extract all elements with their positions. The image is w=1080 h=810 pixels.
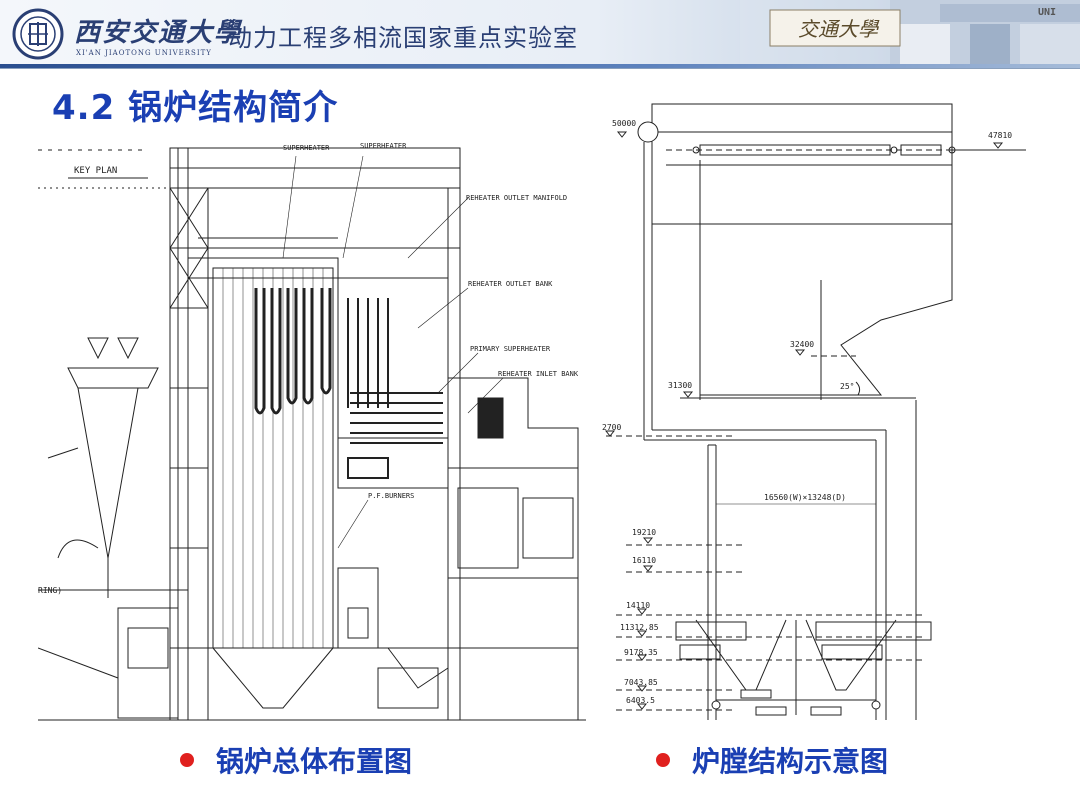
elevation-2700: 2700 <box>602 423 621 432</box>
bullet-dot-icon <box>180 753 194 767</box>
left-caption-text: 锅炉总体布置图 <box>216 745 413 778</box>
slide-title: 4.2 锅炉结构简介 <box>52 88 339 128</box>
label-reheater-outlet-bank: REHEATER OUTLET BANK <box>468 280 553 288</box>
bullet-dot-icon <box>656 753 670 767</box>
lab-name: 动力工程多相流国家重点实验室 <box>228 24 578 52</box>
label-superheater-1: SUPERHEATER <box>283 144 330 152</box>
elevation-47810: 47810 <box>988 131 1012 140</box>
right-caption-text: 炉膛结构示意图 <box>692 745 889 778</box>
label-superheater-2: SUPERHEATER <box>360 142 407 150</box>
elevation-14110: 14110 <box>626 601 650 610</box>
header-rule <box>0 64 1080 68</box>
elevation-50000: 50000 <box>612 119 636 128</box>
university-seal-icon <box>12 8 64 60</box>
furnace-structure-schematic: 50000 47810 32400 31300 2700 19210 16110… <box>596 100 1040 725</box>
campus-sign-text: 交通大學 <box>798 17 880 41</box>
label-reheater-inlet-bank: REHEATER INLET BANK <box>498 370 579 378</box>
elevation-7043-85: 7043.85 <box>624 678 658 687</box>
boiler-general-arrangement-drawing: KEY PLAN RING) <box>38 128 586 730</box>
left-edge-label: RING) <box>38 586 62 595</box>
elevation-9178-35: 9178.35 <box>624 648 658 657</box>
label-primary-superheater: PRIMARY SUPERHEATER <box>470 345 551 353</box>
campus-gate-image: 交通大學 UNI <box>740 0 1080 64</box>
header-banner: 西安交通大學 XI'AN JIAOTONG UNIVERSITY 动力工程多相流… <box>0 0 1080 69</box>
right-caption: 炉膛结构示意图 <box>656 740 888 780</box>
elevation-16110: 16110 <box>632 556 656 565</box>
elevation-11312-85: 11312.85 <box>620 623 659 632</box>
university-name-cn: 西安交通大學 <box>74 18 243 48</box>
angle-label: 25° <box>840 382 854 391</box>
elevation-32400: 32400 <box>790 340 814 349</box>
left-caption: 锅炉总体布置图 <box>180 740 412 780</box>
elevation-6403-5: 6403.5 <box>626 696 655 705</box>
elevation-19210: 19210 <box>632 528 656 537</box>
elevation-31300: 31300 <box>668 381 692 390</box>
label-reheater-outlet-manifold: REHEATER OUTLET MANIFOLD <box>466 194 567 202</box>
key-plan-label: KEY PLAN <box>74 166 117 176</box>
dimension-label: 16560(W)×13248(D) <box>764 493 846 502</box>
university-name-en: XI'AN JIAOTONG UNIVERSITY <box>76 49 212 57</box>
label-pf-burners: P.F.BURNERS <box>368 492 414 500</box>
campus-building-text: UNI <box>1038 7 1056 18</box>
